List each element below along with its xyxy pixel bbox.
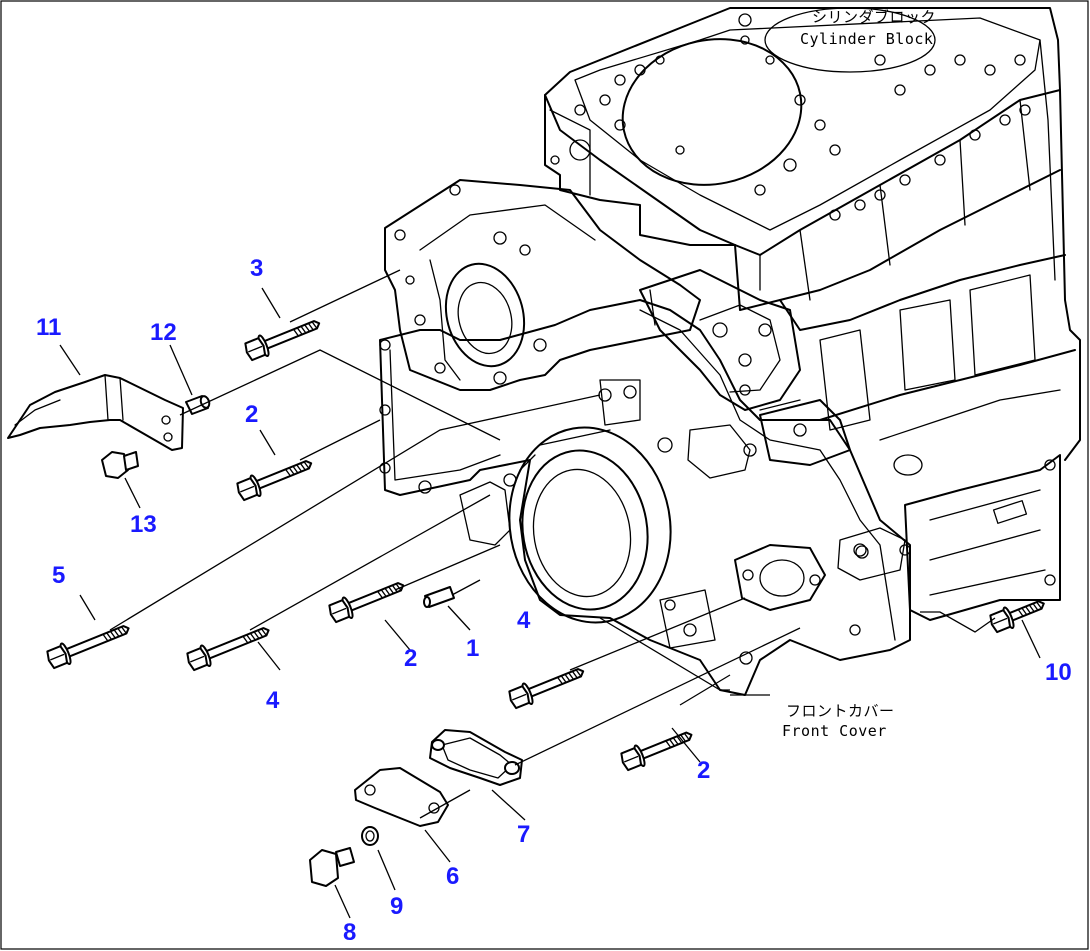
part-8-plug <box>309 847 355 887</box>
callout-7: 7 <box>517 821 530 848</box>
part-9-washer <box>361 826 379 846</box>
callout-2-middle: 2 <box>404 645 417 672</box>
cylinder-block-jp-label: シリンダブロック <box>812 8 936 26</box>
part-1-pin <box>423 586 455 608</box>
part-6-cover-plate <box>354 767 449 827</box>
part-5-bolt <box>46 625 130 670</box>
front-cover-jp-label: フロントカバー <box>786 702 895 720</box>
bolts-group <box>46 320 1045 772</box>
part-10-bolt <box>989 600 1045 634</box>
callout-9: 9 <box>390 893 403 920</box>
callout-11: 11 <box>36 314 61 341</box>
cylinder-block-en-label: Cylinder Block <box>800 30 933 48</box>
callout-4-right: 4 <box>517 607 531 634</box>
leader-lines <box>59 269 1041 919</box>
callout-2-upper: 2 <box>245 401 258 428</box>
front-cover <box>379 179 911 696</box>
callout-6: 6 <box>446 863 459 890</box>
part-4-bolt-left <box>186 627 270 672</box>
callout-12: 12 <box>150 319 177 346</box>
callout-10: 10 <box>1045 659 1072 686</box>
callout-13: 13 <box>130 511 157 538</box>
callout-3: 3 <box>250 255 263 282</box>
part-11-bracket <box>7 374 184 451</box>
callout-4-left: 4 <box>266 687 280 714</box>
annotations: シリンダブロック Cylinder Block フロントカバー Front Co… <box>36 8 1072 946</box>
part-3-bolt <box>244 320 321 362</box>
part-2-bolt-lower <box>620 731 693 772</box>
callout-1: 1 <box>466 635 479 662</box>
cylinder-block <box>544 7 1081 621</box>
part-13-bolt <box>101 451 139 479</box>
part-4-bolt-right <box>508 668 585 710</box>
part-2-bolt-middle <box>328 582 405 624</box>
part-2-bolt-upper <box>236 460 313 502</box>
part-7-gasket <box>429 729 523 786</box>
callout-2-lower: 2 <box>697 757 710 784</box>
front-cover-en-label: Front Cover <box>782 722 887 740</box>
callout-8: 8 <box>343 919 356 946</box>
callout-5: 5 <box>52 562 65 589</box>
